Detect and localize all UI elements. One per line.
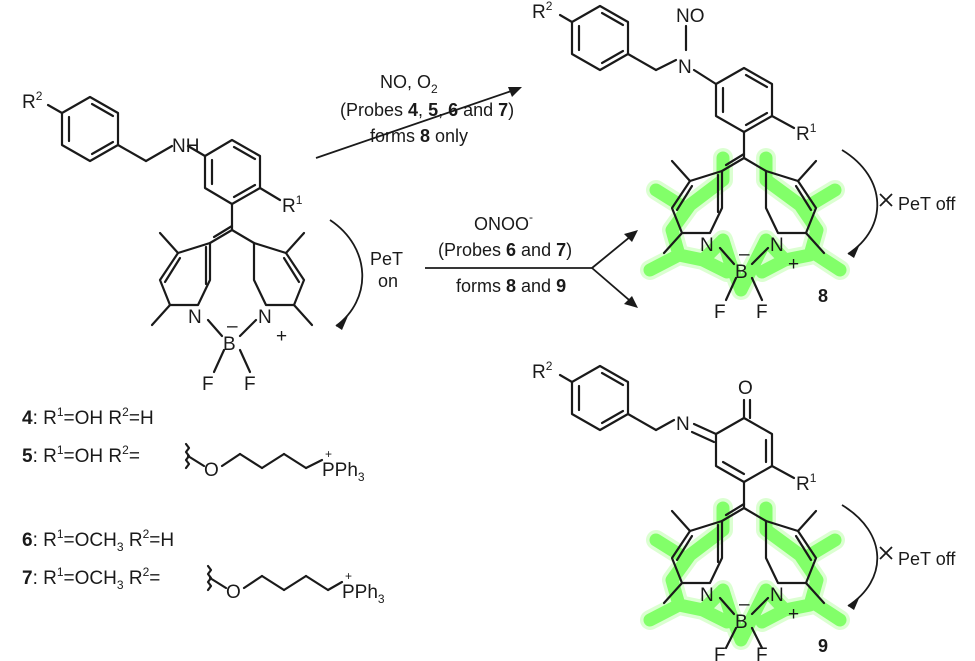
product-9-structure [558,364,893,650]
top-reagents: NO, O2 [380,72,438,96]
p9-r2-label: R2 [532,359,553,383]
p9-n-atom: N [676,414,690,435]
legend-row-7: 7: R1=OCH3 R2= [22,565,160,592]
fluorescence-glow-9 [640,498,850,650]
probe-structure [46,95,364,374]
mid-probes: (Probes 6 and 7) [438,240,572,260]
p8-n-atom: N [678,57,692,78]
pet-off-label-8: PeT off [898,194,956,214]
arrow-middle [425,230,638,308]
p8-f-left: F [714,302,726,323]
p9-n-plus: + [788,604,799,625]
p9-n-left: N [700,585,714,606]
arrow-top [315,87,522,159]
p9-b-atom: B [735,612,748,633]
legend-chain-7 [206,564,344,592]
mid-forms: forms 8 and 9 [456,276,566,296]
legend-pph3-7: PPh3 [342,582,385,606]
probe-f-right: F [244,374,256,395]
legend-row-5: 5: R1=OH R2= [22,443,140,467]
probe-f-left: F [202,374,214,395]
legend-row-6: 6: R1=OCH3 R2=H [22,527,174,554]
legend-chain-5 [184,442,324,470]
compound-8-label: 8 [818,286,828,306]
fluorescence-glow-8 [640,148,850,300]
probe-b-atom: B [223,334,236,355]
legend-pph3-plus-7: + [345,569,352,583]
probe-n-plus: + [276,326,287,347]
p8-no-label: NO [676,6,705,27]
p8-r1-label: R1 [796,121,817,145]
pet-on-label-1: PeT [370,249,403,269]
top-forms: forms 8 only [370,126,468,146]
probe-n-right: N [258,307,272,328]
top-probes: (Probes 4, 5, 6 and 7) [340,100,514,120]
p8-n-left: N [700,235,714,256]
product-8-structure [558,4,893,302]
p9-r1-label: R1 [796,471,817,495]
p9-n-right: N [770,585,784,606]
probe-nh-label: NH [172,136,199,157]
legend-chain-o-5: O [204,460,219,481]
p8-b-atom: B [735,262,748,283]
p8-n-plus: + [788,254,799,275]
legend-pph3-5: PPh3 [322,460,365,484]
pet-off-label-9: PeT off [898,549,956,569]
mid-reagent: ONOO- [474,210,533,234]
p8-f-right: F [756,302,768,323]
p8-n-right: N [770,235,784,256]
legend-chain-o-7: O [226,582,241,603]
p9-b-minus: – [739,594,750,615]
p8-r2-label: R2 [532,0,553,23]
pet-on-label-2: on [378,271,398,291]
legend-pph3-plus-5: + [325,447,332,461]
p8-b-minus: – [739,244,750,265]
probe-n-left: N [188,307,202,328]
probe-r2-label: R2 [22,89,43,113]
probe-r1-label: R1 [282,193,303,217]
p9-o-atom: O [738,378,753,399]
p9-f-right: F [756,645,768,661]
probe-b-minus: – [227,316,238,337]
p9-f-left: F [714,645,726,661]
legend-row-4: 4: R1=OH R2=H [22,405,154,429]
compound-9-label: 9 [818,636,828,656]
